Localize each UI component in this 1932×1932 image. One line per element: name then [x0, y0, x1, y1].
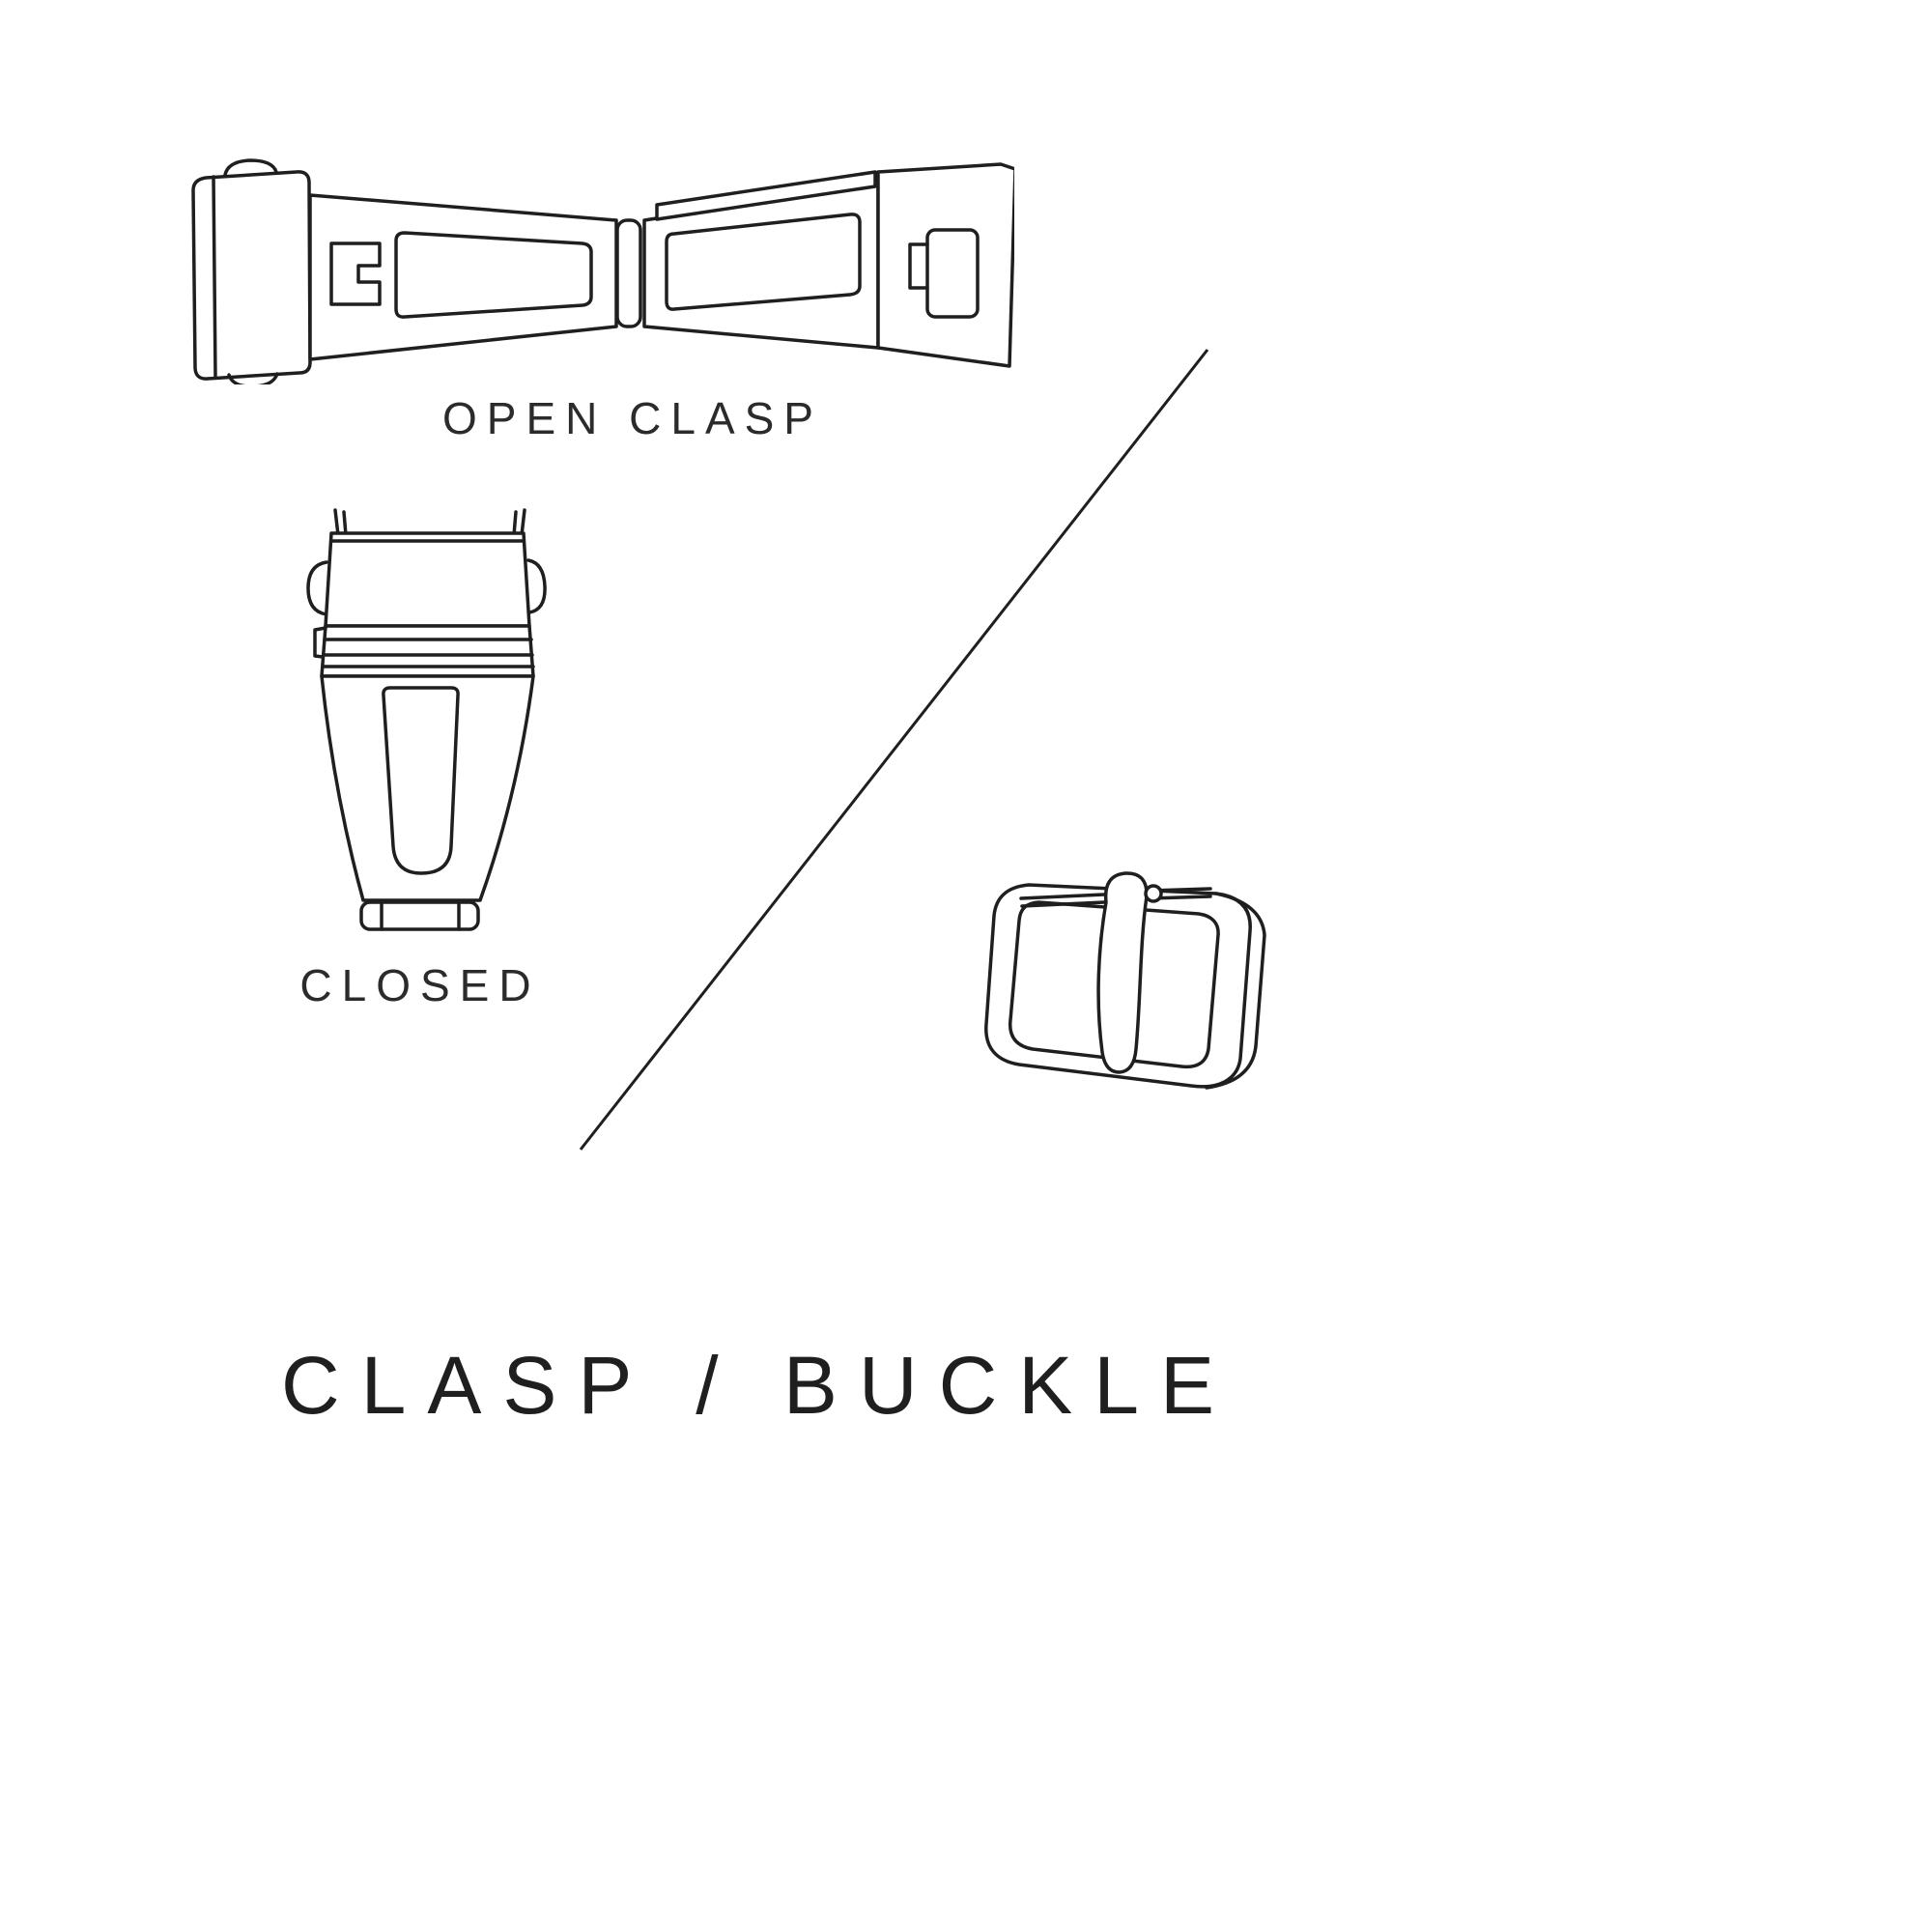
open-clasp-label: OPEN CLASP: [319, 392, 947, 444]
open-clasp-illustration: [191, 158, 1014, 384]
buckle-illustration: [984, 871, 1266, 1090]
open-clasp-label-text: OPEN CLASP: [442, 393, 823, 443]
diagram-title: CLASP / BUCKLE: [82, 1339, 1435, 1433]
closed-label: CLOSED: [174, 959, 667, 1011]
closed-clasp-illustration: [306, 508, 547, 931]
diagram-title-text: CLASP / BUCKLE: [280, 1340, 1236, 1431]
closed-label-text: CLOSED: [299, 960, 541, 1010]
